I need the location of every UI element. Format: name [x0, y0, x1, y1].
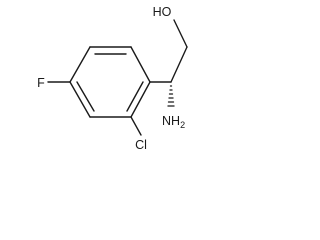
chlorine-label: Cl	[135, 138, 147, 152]
chemical-structure-diagram: HO F Cl NH2	[37, 5, 188, 152]
amine-label-main: NH	[162, 114, 180, 128]
ring-bond-c2-c3	[130, 81, 151, 118]
fluorine-label: F	[37, 76, 45, 90]
ring-bond-c1-c2	[130, 46, 151, 83]
hashed-wedge-bond	[167, 85, 175, 107]
ring-bond-c4-c5	[69, 81, 91, 118]
bond-stereocenter-to-ch2	[170, 46, 188, 83]
amine-label: NH2	[162, 114, 185, 130]
hydroxyl-label: HO	[153, 5, 172, 19]
amine-subscript: 2	[180, 120, 185, 130]
bond-ring-to-chlorine	[130, 116, 142, 136]
ring-double-bond-inner-right	[126, 81, 144, 112]
chemical-structure-canvas: HO F Cl NH2	[0, 0, 210, 155]
ring-bond-c5-c6	[69, 46, 91, 83]
ring-double-bond-inner-left	[76, 81, 95, 112]
bond-group	[47, 19, 188, 136]
bond-ch2-to-oh	[173, 19, 188, 48]
